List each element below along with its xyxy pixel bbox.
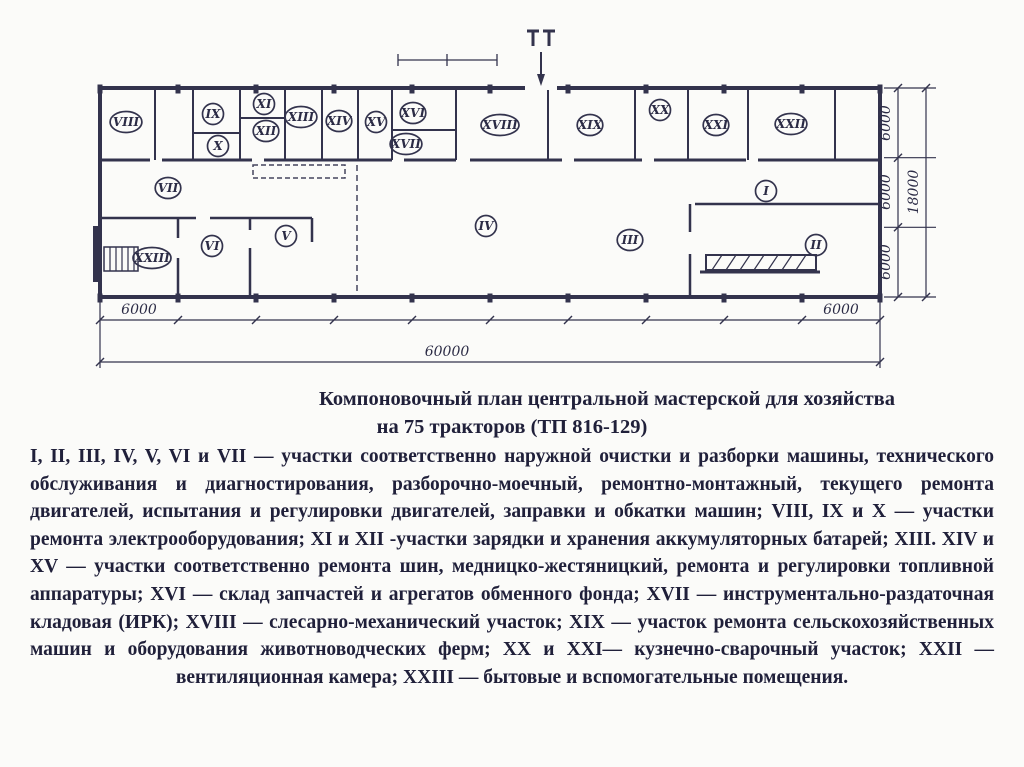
dimension-labels: 6000 6000 60000 6000 6000 6000 18000: [121, 105, 922, 360]
caption-block: Компоновочный план центральной мастерско…: [30, 385, 994, 691]
room-label-V: V: [274, 224, 298, 248]
dim-right-3: 6000: [878, 244, 894, 280]
svg-text:XVI: XVI: [400, 106, 426, 120]
figure-title-line1: Компоновочный план центральной мастерско…: [319, 388, 895, 410]
svg-text:XIV: XIV: [326, 114, 353, 128]
svg-text:VIII: VIII: [113, 115, 140, 129]
room-label-VIII: VIII: [109, 110, 143, 134]
svg-text:V: V: [281, 229, 292, 243]
room-label-XX: XX: [648, 98, 672, 122]
svg-text:I: I: [762, 184, 769, 198]
dimension-ticks: [95, 83, 931, 367]
svg-text:XVII: XVII: [390, 137, 421, 151]
building-walls: [98, 86, 882, 299]
room-label-VI: VI: [200, 234, 224, 258]
dim-right-2: 6000: [878, 174, 894, 210]
column-marks: [97, 84, 883, 303]
dim-right-total: 18000: [906, 170, 922, 215]
svg-text:III: III: [621, 233, 639, 247]
room-label-II: II: [804, 233, 828, 257]
room-label-XII: XII: [252, 119, 280, 143]
room-label-VII: VII: [154, 176, 182, 200]
svg-text:XI: XI: [256, 97, 272, 111]
dashed-partitions: [252, 164, 358, 295]
staircase: [93, 226, 139, 282]
room-label-XVIII: XVIII: [480, 113, 520, 137]
room-label-X: X: [206, 134, 230, 158]
svg-text:XV: XV: [366, 115, 387, 129]
svg-text:XX: XX: [650, 103, 670, 117]
svg-text:XIX: XIX: [577, 118, 603, 132]
test-bench: [700, 254, 820, 274]
dimension-lines: [99, 87, 936, 368]
svg-text:VI: VI: [205, 239, 220, 253]
svg-text:IX: IX: [205, 107, 222, 121]
svg-text:XII: XII: [255, 124, 277, 138]
dim-right-1: 6000: [878, 105, 894, 141]
svg-text:II: II: [809, 238, 822, 252]
room-label-IX: IX: [201, 102, 225, 126]
svg-text:IV: IV: [478, 219, 496, 233]
svg-text:XVIII: XVIII: [481, 118, 518, 132]
svg-text:VII: VII: [158, 181, 179, 195]
entry-arrow-icon: [537, 74, 545, 86]
room-label-XIX: XIX: [576, 113, 604, 137]
room-label-XV: XV: [364, 110, 388, 134]
room-label-XVI: XVI: [399, 101, 427, 125]
svg-text:XXIII: XXIII: [133, 251, 170, 265]
room-label-IV: IV: [474, 214, 498, 238]
room-label-XVII: XVII: [389, 132, 423, 156]
room-label-I: I: [754, 179, 778, 203]
figure-title-line2: на 75 тракторов (ТП 816-129): [376, 416, 648, 438]
dim-bottom-right: 6000: [823, 302, 859, 318]
svg-text:XXII: XXII: [775, 117, 806, 131]
svg-text:X: X: [212, 139, 223, 153]
floor-plan-drawing: 6000 6000 60000 6000 6000 6000 18000 VII…: [93, 29, 936, 368]
svg-text:XIII: XIII: [287, 110, 315, 124]
room-label-XXIII: XXIII: [132, 246, 172, 270]
dim-bottom-total: 60000: [425, 344, 470, 360]
entrance-annotations: [397, 29, 555, 86]
room-label-XIV: XIV: [325, 109, 353, 133]
svg-text:XXI: XXI: [703, 118, 729, 132]
room-label-XXI: XXI: [702, 113, 730, 137]
floor-plan-figure: 6000 6000 60000 6000 6000 6000 18000 VII…: [93, 29, 936, 368]
room-label-III: III: [616, 228, 644, 252]
room-label-XIII: XIII: [284, 105, 318, 129]
room-label-XI: XI: [252, 92, 276, 116]
room-label-XXII: XXII: [774, 112, 808, 136]
figure-caption-body: I, II, III, IV, V, VI и VII — участки со…: [30, 446, 994, 688]
dim-bottom-left: 6000: [121, 302, 157, 318]
